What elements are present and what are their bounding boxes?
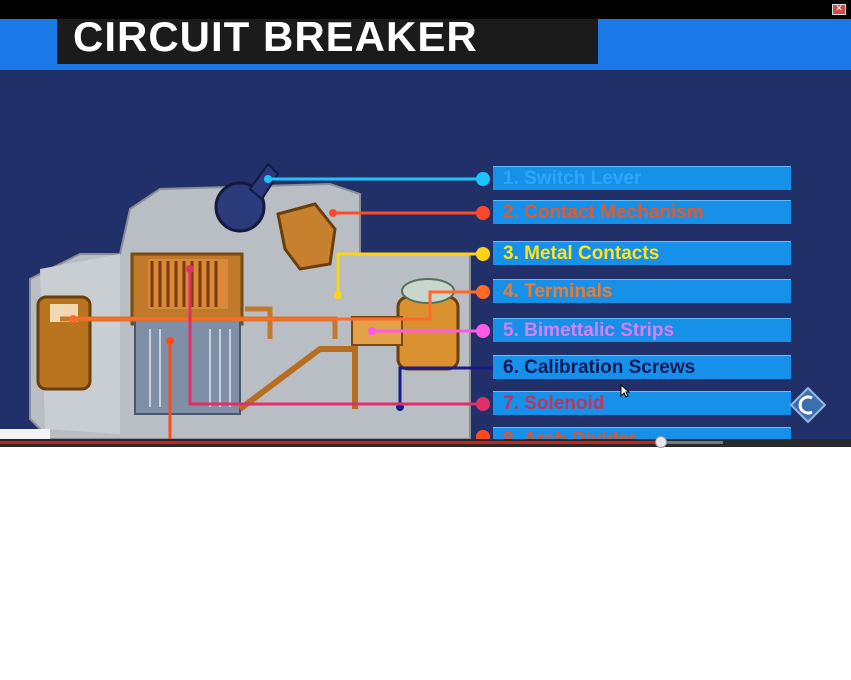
leader-dot-3 [334, 291, 342, 299]
leader-dot-7 [186, 265, 194, 273]
label-metal-contacts: 3. Metal Contacts [493, 241, 791, 265]
arc-plates [149, 329, 231, 407]
arc-chamber [134, 318, 241, 415]
switch-lever [214, 181, 266, 233]
moving-contact [238, 346, 358, 412]
leader-line-3 [336, 252, 483, 295]
label-contact-mechanism: 2. Contact Mechanism [493, 200, 791, 224]
circuit-breaker-diagram [29, 162, 493, 439]
title-box: CIRCUIT BREAKER [57, 19, 598, 64]
leader-dot-4 [69, 315, 77, 323]
label-bimetallic-strips: 5. Bimettalic Strips [493, 318, 791, 342]
leader-end-4 [476, 285, 490, 299]
label-text: 2. Contact Mechanism [503, 202, 704, 223]
leader-end-5 [476, 324, 490, 338]
label-text: 6. Calibration Screws [503, 357, 696, 378]
leader-end-3 [476, 247, 490, 261]
leader-end-8 [476, 430, 490, 439]
video-title: CIRCUIT BREAKER [73, 19, 478, 60]
leader-line-6 [398, 366, 493, 407]
close-button[interactable]: ✕ [832, 4, 846, 15]
label-text: 1. Switch Lever [503, 168, 642, 189]
thumbnail-preview [0, 429, 50, 439]
label-text: 3. Metal Contacts [503, 243, 660, 264]
label-text: 7. Solenoid [503, 393, 605, 414]
label-text: 4. Terminals [503, 281, 613, 302]
label-text: 5. Bimettalic Strips [503, 320, 675, 341]
window-top-bar: ✕ [0, 0, 851, 19]
leader-end-2 [476, 206, 490, 220]
label-switch-lever: 1. Switch Lever [493, 166, 791, 190]
label-arch-divider: 8. Arch Divider [493, 427, 791, 439]
lever-handle [248, 162, 280, 201]
leader-end-7 [476, 397, 490, 411]
label-solenoid: 7. Solenoid [493, 391, 791, 415]
progress-played [0, 441, 662, 444]
progress-scrubber[interactable] [655, 436, 668, 448]
header-band: CIRCUIT BREAKER [0, 19, 851, 70]
leader-line-7 [188, 269, 483, 406]
leader-dot-1 [264, 175, 272, 183]
label-calibration-screws: 6. Calibration Screws [493, 355, 791, 379]
progress-buffered [661, 441, 724, 444]
video-player[interactable]: CIRCUIT BREAKER [0, 19, 851, 439]
leader-end-1 [476, 172, 490, 186]
leader-dot-8 [166, 337, 174, 345]
leader-line-4 [73, 290, 483, 321]
leader-dot-5 [368, 327, 376, 335]
channel-logo-icon[interactable] [790, 387, 826, 423]
mouse-cursor-icon [620, 384, 630, 398]
contact-mechanism [276, 202, 337, 271]
right-terminal [396, 295, 460, 371]
label-text: 8. Arch Divider [503, 429, 636, 439]
progress-bar[interactable] [0, 436, 851, 448]
label-terminals: 4. Terminals [493, 279, 791, 303]
leader-dot-2 [329, 209, 337, 217]
